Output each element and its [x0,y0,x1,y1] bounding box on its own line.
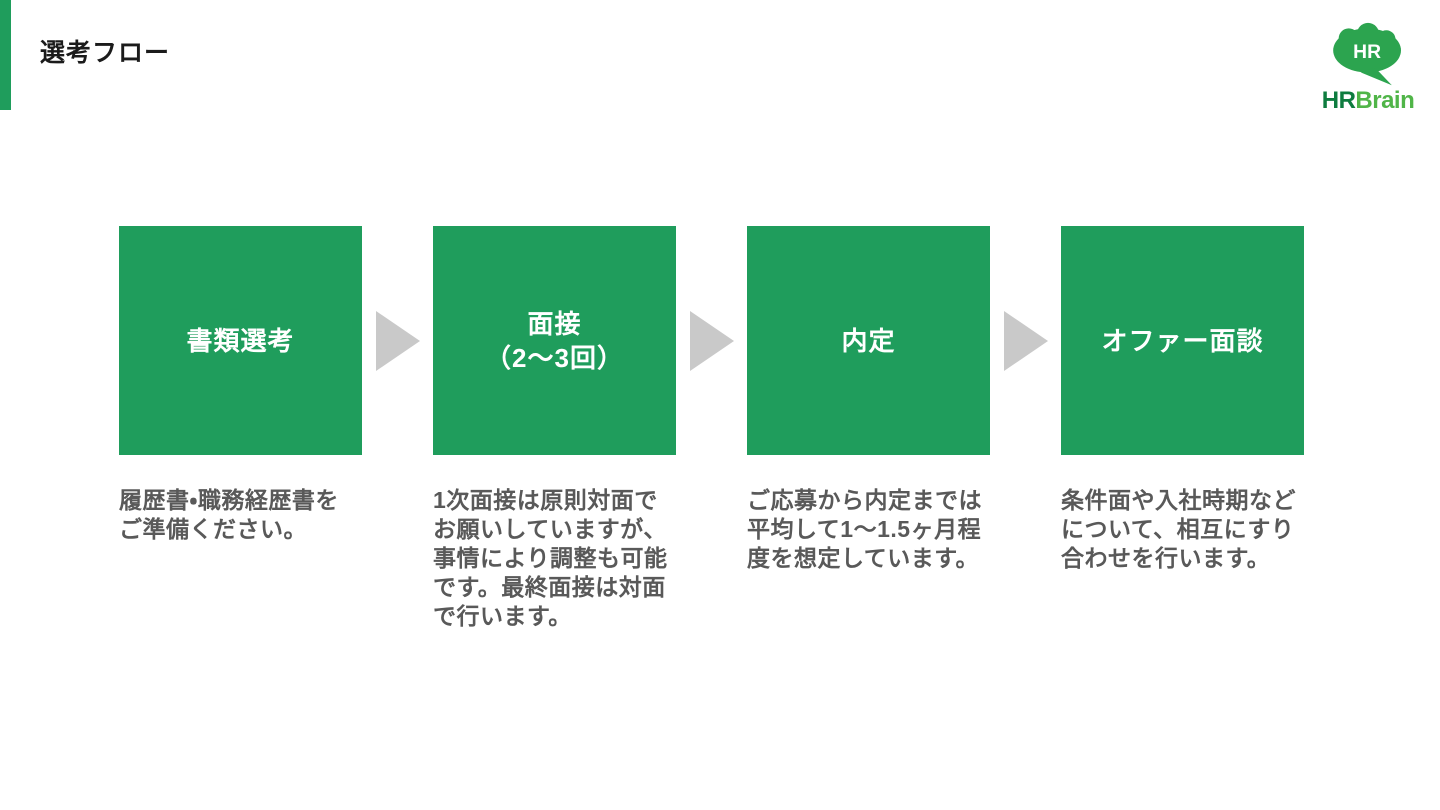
arrow-right-icon [1003,310,1048,371]
logo-speech-bubble-icon: HR [1333,22,1401,86]
hrbrain-logo: HR HRBrain [1318,22,1418,113]
flow-step-label: 面接 （2〜3回） [485,308,624,373]
flow-arrow-gap [990,310,1061,371]
flow-step-label: オファー面談 [1101,325,1264,356]
flow-step-label: 書類選考 [186,325,295,356]
logo-wordmark: HRBrain [1318,89,1418,113]
step-description-2: 1次面接は原則対面で お願いしていますが、 事情により調整も可能 です。最終面接… [433,487,668,629]
step-description-4: 条件面や入社時期など について、相互にすり 合わせを行います。 [1061,487,1296,571]
flow-step-box-2: 面接 （2〜3回） [433,226,676,455]
selection-flow: 書類選考 面接 （2〜3回） 内定 オファー面談 [119,226,1304,455]
flow-arrow-gap [676,310,747,371]
step-description-1: 履歴書・職務経歴書を ご準備ください。 [119,487,339,542]
flow-step-box-1: 書類選考 [119,226,362,455]
step-description-3: ご応募から内定までは 平均して1〜1.5ヶ月程 度を想定しています。 [747,487,982,571]
left-accent-bar [0,0,11,110]
flow-arrow-gap [362,310,433,371]
flow-step-box-3: 内定 [747,226,990,455]
logo-wordmark-brain: Brain [1355,87,1415,114]
logo-bubble-text: HR [1353,42,1381,63]
page-title: 選考フロー [40,39,171,67]
arrow-right-icon [689,310,734,371]
flow-step-label: 内定 [841,325,896,356]
logo-wordmark-hr: HR [1321,87,1356,114]
flow-step-box-4: オファー面談 [1061,226,1304,455]
step-descriptions: 履歴書・職務経歴書を ご準備ください。 1次面接は原則対面で お願いしていますが… [119,486,1304,631]
arrow-right-icon [375,310,420,371]
